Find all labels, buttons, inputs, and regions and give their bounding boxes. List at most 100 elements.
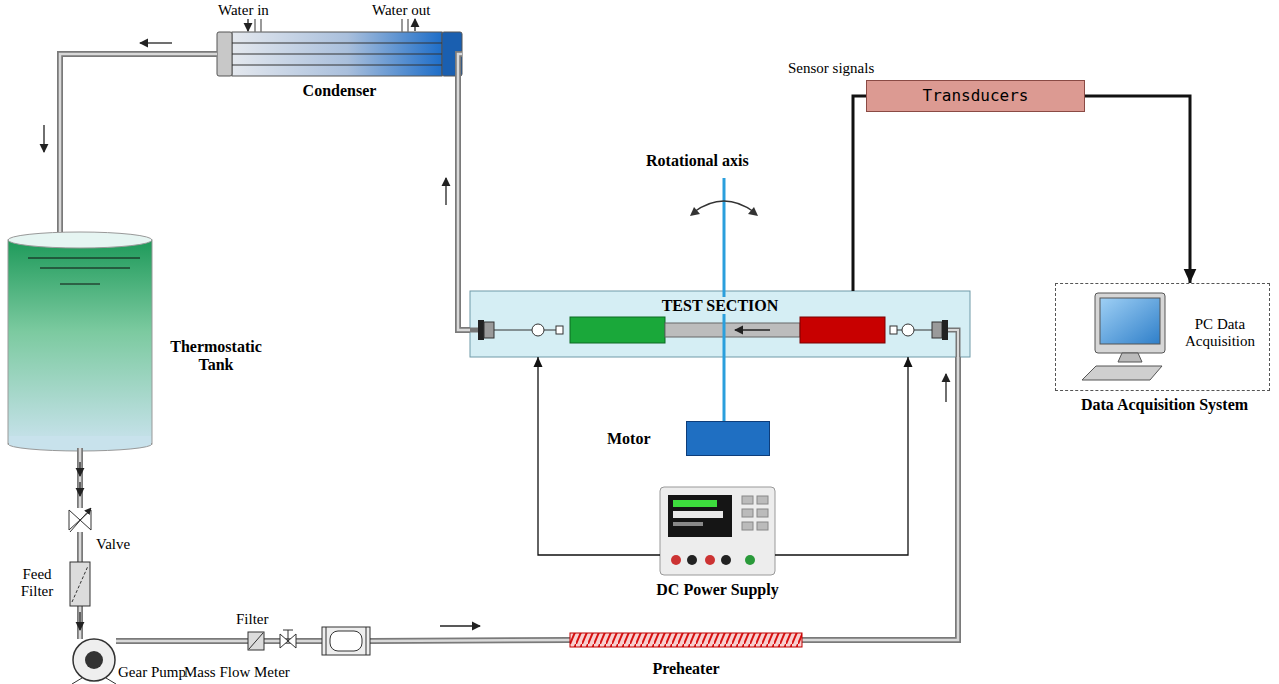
transducers: Transducers bbox=[866, 80, 1085, 112]
transducers-label: Transducers bbox=[867, 87, 1084, 105]
connector-line bbox=[79, 606, 82, 639]
filter: Filter bbox=[248, 632, 264, 650]
connector-line bbox=[77, 606, 83, 639]
gear-pump-symbol-part bbox=[106, 678, 116, 684]
valve-symbol-part bbox=[80, 510, 91, 530]
pipe-connector bbox=[80, 448, 81, 508]
dc-power-supply-device-part bbox=[742, 496, 753, 504]
thermostatic-tank: Thermostatic Tank bbox=[8, 232, 152, 448]
condenser-body-part bbox=[217, 32, 232, 76]
dc-power-supply-device-part bbox=[742, 522, 753, 530]
tank-body-part bbox=[8, 240, 152, 444]
arrow-head bbox=[534, 357, 543, 367]
valve-symbol-part bbox=[70, 508, 91, 532]
tank-body-part bbox=[40, 268, 130, 269]
flow-arrow-part bbox=[79, 482, 80, 496]
axis-label: Rotational axis bbox=[646, 152, 749, 170]
mass-flow-meter-symbol-part bbox=[326, 627, 327, 655]
flow-arrow-part bbox=[140, 42, 172, 43]
flow-arrow-part bbox=[945, 374, 946, 402]
dc-power-supply-device-part bbox=[757, 509, 768, 517]
flow-arrow-part bbox=[414, 19, 415, 31]
test-section-body-part bbox=[897, 330, 902, 331]
preheater-coil bbox=[570, 633, 802, 647]
pipe-connector bbox=[458, 54, 470, 330]
test-section-body-part bbox=[478, 320, 484, 340]
connector-line bbox=[77, 448, 83, 508]
power-wire bbox=[775, 357, 913, 555]
connector-line bbox=[79, 448, 82, 508]
motor-label: Motor bbox=[607, 430, 651, 448]
pipe-connector bbox=[370, 640, 570, 641]
flow-arrow-part bbox=[247, 19, 248, 31]
thermostatic-tank-label: Thermostatic Tank bbox=[160, 338, 272, 375]
pc-data-acquisition-label: PC Data Acquisition bbox=[1172, 316, 1268, 351]
pipe-connector bbox=[80, 606, 81, 639]
connector-line bbox=[370, 640, 570, 641]
filter-label: Filter bbox=[236, 611, 269, 628]
filter-symbol bbox=[248, 632, 264, 650]
water-pipe bbox=[255, 19, 408, 32]
water-pipe-part bbox=[260, 19, 262, 32]
preheater: Preheater bbox=[570, 633, 802, 647]
dc-power-supply: DC Power Supply bbox=[660, 487, 775, 575]
mass-flow-meter: Mass Flow Meter bbox=[322, 627, 370, 655]
valve-label: Valve bbox=[96, 536, 130, 553]
preheater-coil-part bbox=[570, 633, 802, 647]
dc-power-supply-device-part bbox=[705, 555, 715, 565]
condenser-label: Condenser bbox=[277, 82, 402, 100]
computer-icon-part bbox=[1082, 366, 1162, 380]
gear-pump-label: Gear Pump bbox=[118, 664, 186, 681]
flow-arrow-part bbox=[735, 329, 770, 330]
rotational-axis-line-part bbox=[690, 207, 700, 216]
rotational-axis-line-part bbox=[694, 201, 754, 212]
valve-symbol bbox=[69, 508, 91, 532]
valve-symbol-part bbox=[288, 630, 289, 641]
test-section-body-part bbox=[914, 330, 932, 331]
test-section-body-part bbox=[948, 330, 958, 357]
condenser-body-part bbox=[232, 54, 442, 55]
condenser-body-part bbox=[232, 43, 442, 44]
connector-line bbox=[116, 640, 248, 643]
connector-line bbox=[79, 532, 82, 562]
dc-power-supply-device-part bbox=[660, 487, 775, 575]
test-section-body-part bbox=[942, 320, 948, 340]
condenser-body-part bbox=[232, 65, 442, 66]
valve-symbol-part bbox=[280, 634, 288, 648]
computer-icon-part bbox=[1095, 293, 1165, 353]
test-section-body-part bbox=[470, 291, 970, 357]
test-section: TEST SECTION bbox=[470, 291, 970, 357]
valve-symbol-part bbox=[283, 630, 293, 631]
pipe-connector bbox=[60, 54, 217, 232]
dc-power-supply-device-part bbox=[673, 522, 703, 526]
connector-line bbox=[802, 357, 958, 640]
pipe-label: Water in bbox=[218, 2, 269, 19]
test-section-body-part bbox=[570, 317, 665, 343]
signal-connector bbox=[1085, 96, 1196, 283]
rotational-axis-line-part bbox=[748, 207, 758, 216]
dc-power-supply-device-part bbox=[673, 500, 717, 507]
dc-power-supply-device-part bbox=[757, 522, 768, 530]
tank-body bbox=[8, 232, 152, 451]
test-section-body-part bbox=[948, 330, 958, 357]
condenser-body-part bbox=[232, 32, 442, 76]
test-section-body-part bbox=[902, 324, 914, 336]
dc-power-supply-device-part bbox=[742, 509, 753, 517]
connector-line bbox=[775, 357, 908, 555]
valve-symbol bbox=[280, 630, 296, 648]
connector-line bbox=[458, 54, 470, 330]
tank-body-part bbox=[28, 258, 140, 259]
signal-label: Sensor signals bbox=[788, 60, 874, 77]
water-pipe-part bbox=[407, 19, 409, 32]
connector-line bbox=[60, 54, 217, 232]
test-section-body-part bbox=[665, 323, 800, 337]
flow-arrow bbox=[44, 19, 946, 630]
filter-symbol-part bbox=[249, 633, 263, 649]
connector-line bbox=[853, 96, 866, 291]
condenser: Condenser bbox=[217, 32, 462, 76]
flow-arrow-part bbox=[79, 612, 80, 630]
tank-body-part bbox=[8, 232, 152, 248]
connector-line bbox=[538, 357, 660, 555]
connector-line bbox=[77, 532, 83, 562]
